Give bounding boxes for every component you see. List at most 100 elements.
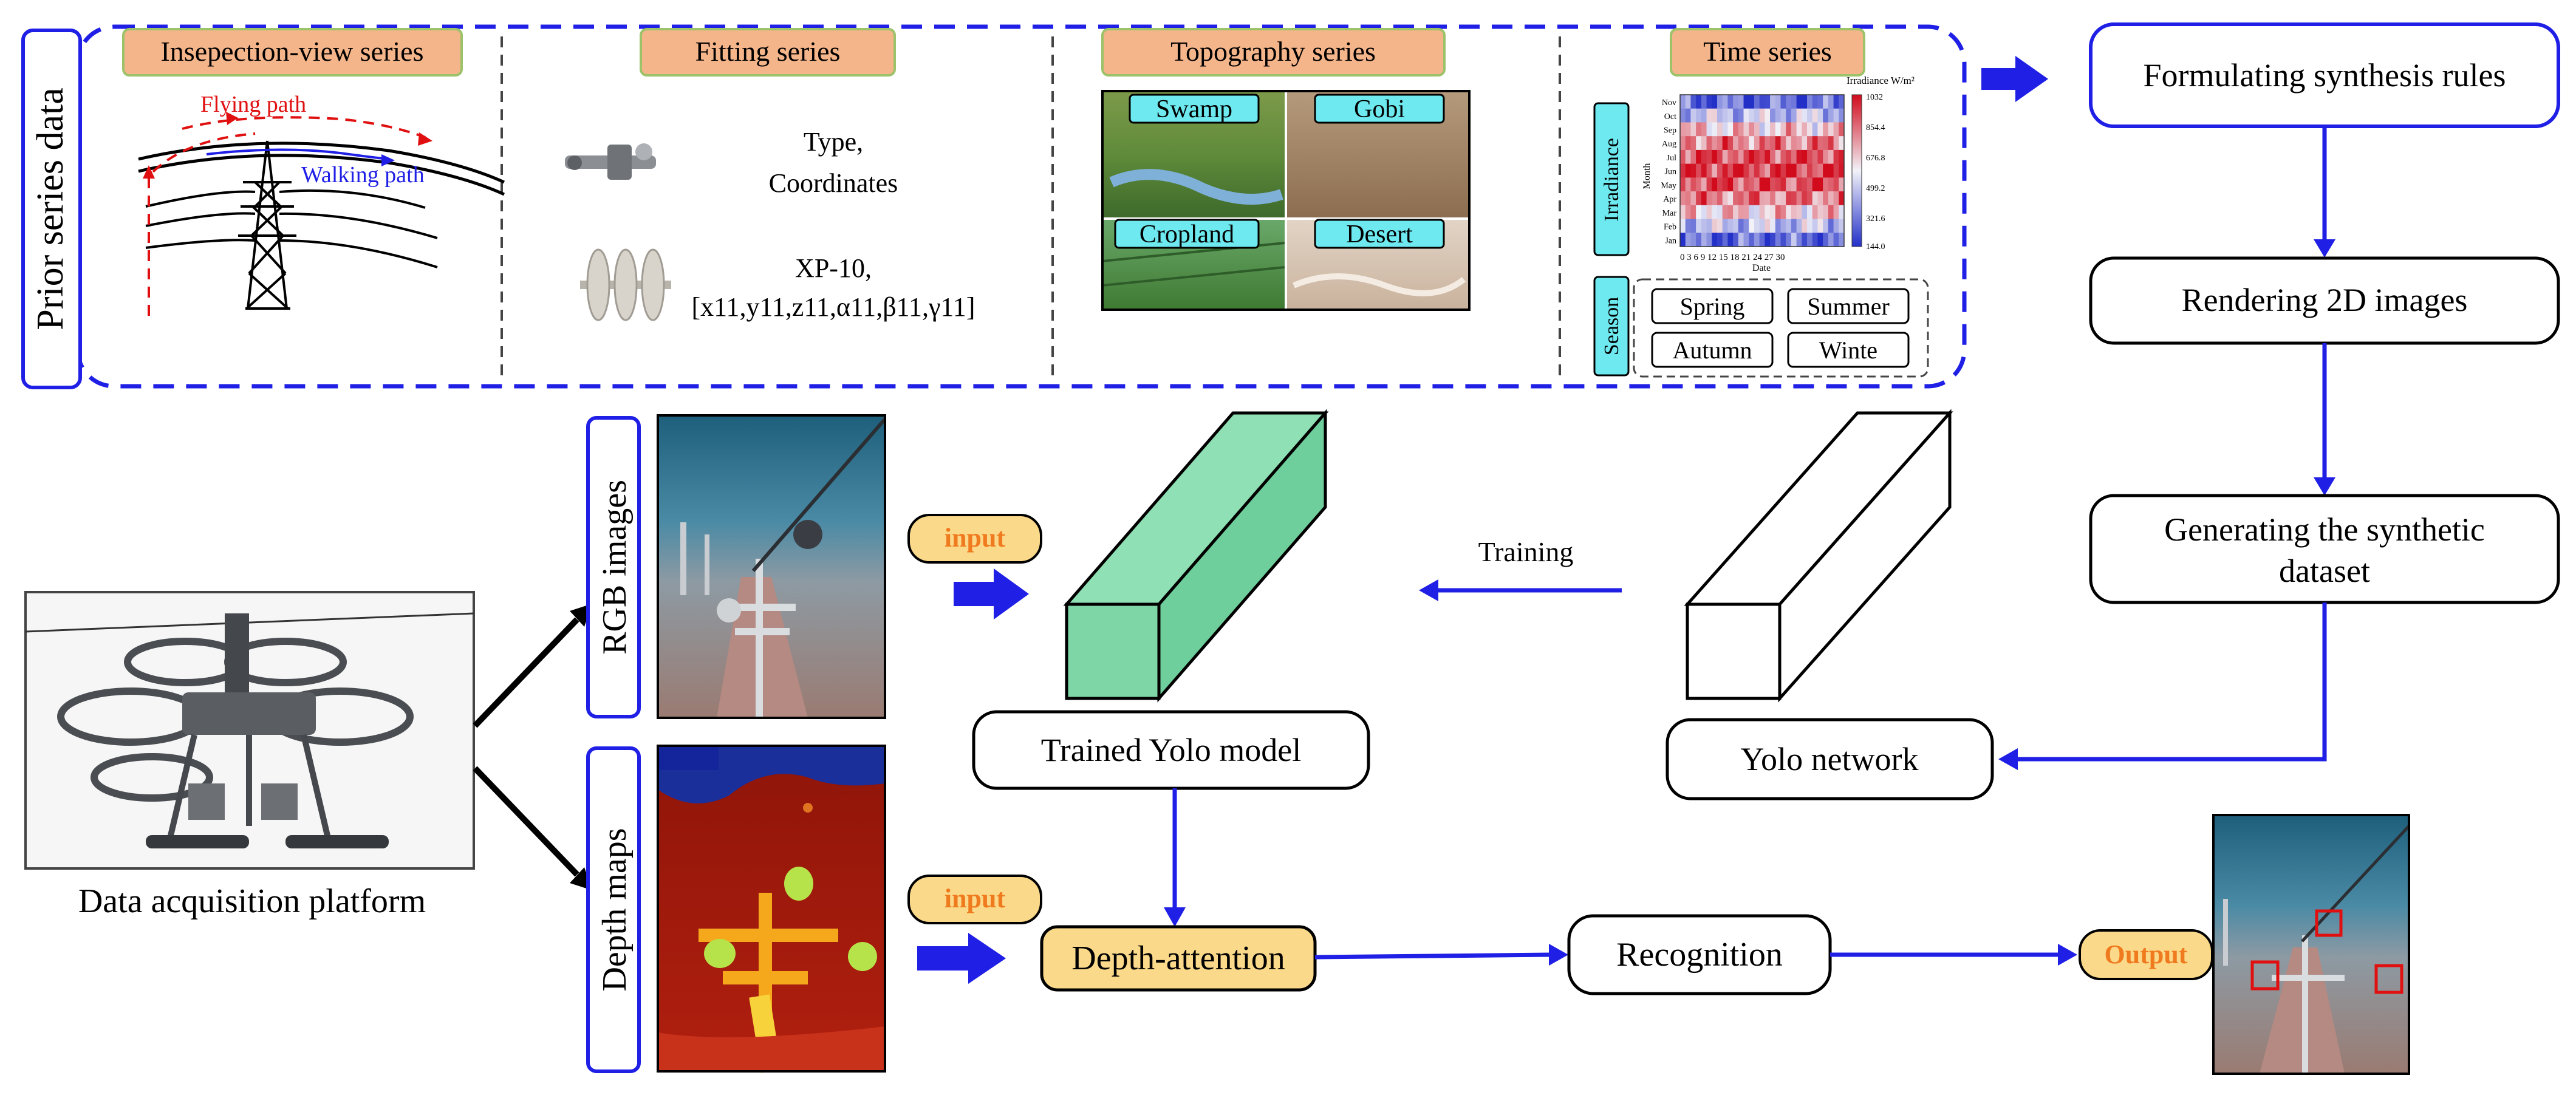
heatmap-cell	[1765, 149, 1771, 165]
detection-box-1	[2315, 909, 2343, 937]
heatmap-cell	[1823, 219, 1829, 233]
heatmap-cell	[1738, 219, 1744, 233]
heatmap-cell	[1839, 95, 1845, 109]
heatmap-cell	[1780, 95, 1786, 109]
fitting-model-text: XP-10,	[795, 253, 872, 283]
input-arrow-rgb	[954, 568, 1029, 619]
input-tag-rgb	[907, 514, 1042, 564]
heatmap-cell	[1717, 233, 1723, 247]
heatmap-cell	[1749, 233, 1755, 247]
heatmap-cell	[1786, 136, 1792, 151]
synthesis-pipeline: Formulating synthesis rules Rendering 2D…	[1666, 22, 2560, 800]
heatmap-cell	[1733, 233, 1739, 247]
heatmap-cell	[1727, 149, 1734, 165]
heatmap-cell	[1749, 122, 1755, 137]
colorbar-tick: 676.8	[1866, 154, 1885, 163]
heatmap-cell	[1839, 233, 1845, 247]
heatmap-month-label: Jan	[1665, 236, 1676, 245]
heatmap-cell	[1712, 233, 1718, 247]
season-summer: Summer	[1807, 293, 1890, 320]
heatmap-cell	[1701, 191, 1707, 206]
heatmap-cell	[1754, 177, 1760, 192]
heatmap-cell	[1796, 205, 1802, 220]
heatmap-cell	[1706, 191, 1712, 206]
heatmap-cell	[1690, 219, 1696, 233]
heatmap-cell	[1706, 163, 1712, 178]
heatmap-cell	[1685, 233, 1691, 247]
heatmap-cell	[1712, 163, 1718, 178]
heatmap-cell	[1765, 205, 1771, 220]
heatmap-cell	[1796, 177, 1802, 192]
heatmap-cell	[1696, 233, 1702, 247]
heatmap-cell	[1796, 233, 1802, 247]
heatmap-cell	[1749, 95, 1755, 109]
heatmap-cell	[1791, 233, 1797, 247]
heatmap-cell	[1817, 177, 1823, 192]
heatmap-month-label: Oct	[1664, 112, 1676, 121]
heatmap-cell	[1712, 177, 1718, 192]
heatmap-cell	[1733, 163, 1739, 178]
heatmap-cell	[1680, 177, 1686, 192]
heatmap-cell	[1775, 108, 1781, 123]
fitting-series: Type, Coordinates XP-10, [x11,y11,z11,α1…	[565, 127, 975, 322]
heatmap-cell	[1743, 163, 1749, 178]
heatmap-cell	[1749, 191, 1755, 206]
heatmap-cell	[1817, 149, 1823, 165]
heatmap-cell	[1685, 191, 1691, 206]
irradiance-heatmap	[1679, 94, 1845, 247]
heatmap-cell	[1733, 177, 1739, 192]
heatmap-cell	[1817, 191, 1823, 206]
heatmap-cell	[1717, 95, 1723, 109]
season-winter: Winte	[1819, 336, 1877, 364]
heatmap-cell	[1706, 108, 1712, 123]
heatmap-cell	[1701, 205, 1707, 220]
season-label: Season	[1601, 297, 1623, 355]
heatmap-cell	[1765, 219, 1771, 233]
heatmap-cell	[1823, 205, 1829, 220]
heatmap-cell	[1717, 136, 1723, 151]
fitting-type-text: Type,	[804, 127, 863, 157]
heatmap-cell	[1812, 163, 1818, 178]
heatmap-cell	[1701, 108, 1707, 123]
heatmap-cell	[1780, 108, 1786, 123]
heatmap-cell	[1690, 205, 1696, 220]
heatmap-cell	[1796, 122, 1802, 137]
heatmap-date-ticks: 0 3 6 9 12 15 18 21 24 27 30	[1680, 253, 1785, 262]
heatmap-cell	[1738, 205, 1744, 220]
heatmap-cell	[1749, 149, 1755, 165]
heatmap-colorbar	[1851, 94, 1862, 247]
heatmap-cell	[1712, 191, 1718, 206]
heatmap-cell	[1738, 108, 1744, 123]
heatmap-cell	[1791, 219, 1797, 233]
heatmap-cell	[1770, 163, 1776, 178]
heatmap-cell	[1696, 149, 1702, 165]
prior-series-panel: Prior series data Insepection-view serie…	[21, 24, 1967, 389]
heatmap-cell	[1712, 136, 1718, 151]
heatmap-cell	[1770, 95, 1776, 109]
heatmap-cell	[1759, 191, 1765, 206]
heatmap-cell	[1722, 136, 1728, 151]
heatmap-cell	[1807, 122, 1813, 137]
heatmap-cell	[1738, 233, 1744, 247]
heatmap-cell	[1696, 95, 1702, 109]
heatmap-cell	[1701, 177, 1707, 192]
heatmap-cell	[1685, 219, 1691, 233]
heatmap-cell	[1754, 136, 1760, 151]
heatmap-cell	[1775, 205, 1781, 220]
heatmap-cell	[1765, 95, 1771, 109]
walking-path-label: Walking path	[301, 162, 425, 188]
heatmap-cell	[1812, 233, 1818, 247]
heatmap-cell	[1733, 136, 1739, 151]
heatmap-cell	[1754, 205, 1760, 220]
heatmap-cell	[1712, 108, 1718, 123]
heatmap-cell	[1786, 233, 1792, 247]
heatmap-cell	[1839, 177, 1845, 192]
heatmap-cell	[1727, 108, 1734, 123]
heatmap-cell	[1733, 122, 1739, 137]
heatmap-cell	[1802, 233, 1808, 247]
platform-image	[24, 591, 475, 870]
heatmap-cell	[1685, 136, 1691, 151]
rendering-text: Rendering 2D images	[2182, 282, 2468, 318]
heatmap-month-label: Aug	[1662, 140, 1676, 149]
heatmap-cell	[1680, 191, 1686, 206]
